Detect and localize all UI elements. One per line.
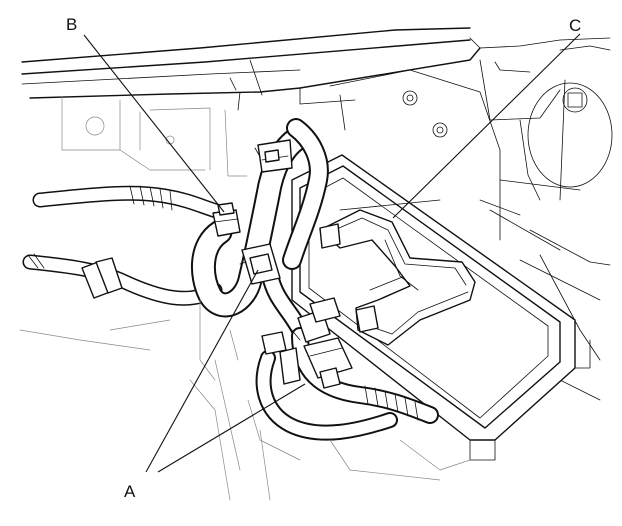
leader-a-lower [157, 383, 306, 473]
left-bracket-plate [61, 95, 248, 177]
wire-harness [190, 118, 439, 441]
callout-c: C [569, 16, 581, 35]
lower-connectors [261, 297, 353, 389]
leader-lines [83, 33, 581, 473]
lower-body-panels [19, 299, 471, 501]
leader-a-upper [145, 269, 259, 473]
leader-b [83, 34, 225, 213]
connector-b [212, 202, 241, 237]
engine-block [329, 37, 613, 401]
leader-c [392, 33, 581, 219]
callout-a: A [124, 482, 136, 501]
callout-b: B [66, 15, 77, 34]
upper-frame-member [21, 27, 481, 111]
harness-clamp-upper [239, 243, 281, 285]
harness-bracket [319, 209, 476, 346]
harness-grommet [257, 139, 293, 173]
left-hose [22, 185, 228, 306]
